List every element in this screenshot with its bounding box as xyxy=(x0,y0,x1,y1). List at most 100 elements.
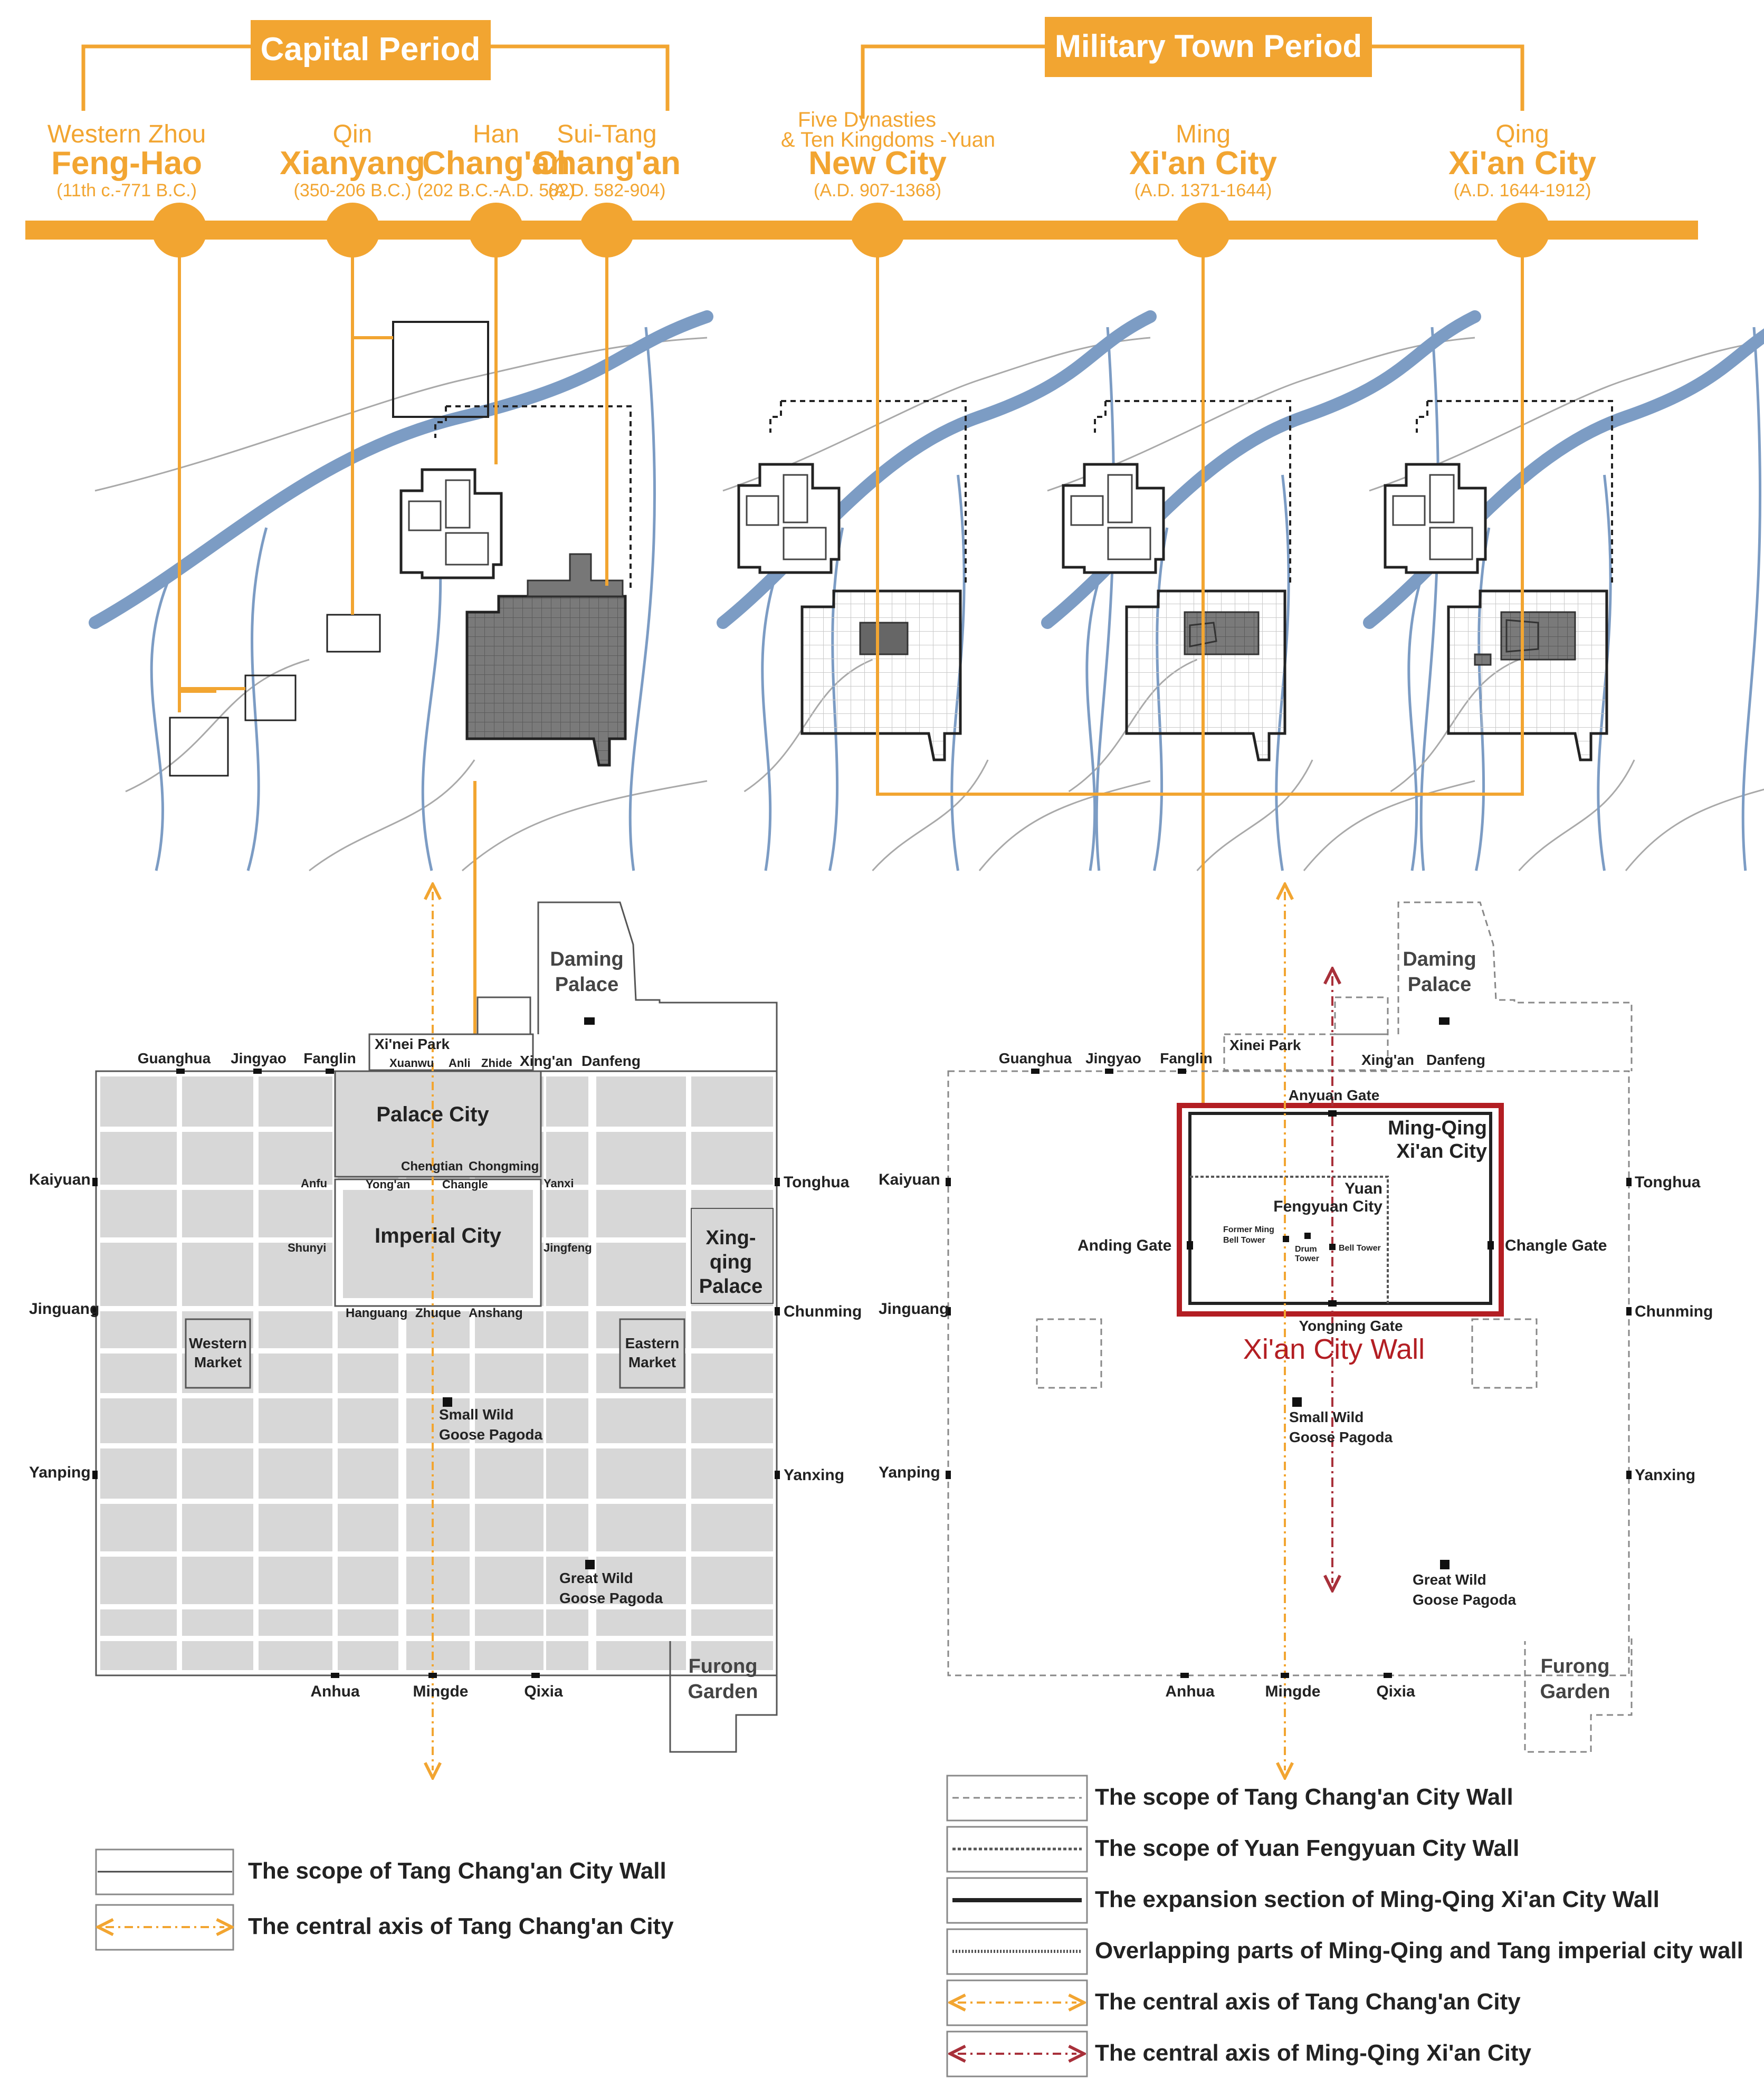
timeline-city-2: Xianyang xyxy=(280,145,425,182)
tang-eastern-market-label-line-1: Eastern xyxy=(625,1335,680,1351)
ming-south-gate-label: Mingde xyxy=(1265,1683,1321,1700)
tang-west-gate-label: Yanping xyxy=(29,1464,91,1481)
tang-block xyxy=(100,1609,177,1636)
tang-gate-xuanwu: Xuanwu xyxy=(389,1056,434,1070)
tang-north-gate-label: Jingyao xyxy=(231,1050,287,1066)
tang-gate-xingan: Xing'an xyxy=(520,1053,573,1069)
tributary xyxy=(246,527,268,871)
map-military-3 xyxy=(1363,327,1764,872)
tang-block xyxy=(691,1311,773,1348)
tang-east-gate xyxy=(775,1471,780,1479)
terrain-line xyxy=(1196,759,1313,872)
tang-block xyxy=(259,1190,332,1237)
timeline-dynasty-2: Qin xyxy=(333,120,373,148)
tang-block xyxy=(259,1243,332,1306)
legend-left-label-2: The central axis of Tang Chang'an City xyxy=(248,1913,674,1939)
ming-west-gate-label: Kaiyuan xyxy=(879,1171,940,1188)
timeline-city-7: Xi'an City xyxy=(1448,145,1597,182)
tang-block xyxy=(546,1557,588,1604)
anyuan-gate-marker xyxy=(1328,1110,1337,1117)
legend-right-label-2: The scope of Yuan Fengyuan City Wall xyxy=(1095,1835,1519,1861)
tang-xingqing-label-line-1: Xing- xyxy=(706,1227,756,1249)
han-palace xyxy=(783,527,827,560)
ming-west-gate xyxy=(946,1307,951,1316)
capital-period-label: Capital Period xyxy=(261,31,481,68)
ming-anyuan-label: Anyuan Gate xyxy=(1289,1087,1380,1103)
tang-block xyxy=(182,1190,253,1237)
tang-block xyxy=(546,1353,588,1393)
tang-block xyxy=(100,1641,177,1670)
tang-block xyxy=(182,1076,253,1127)
timeline-dynasty-5-a: Five Dynasties xyxy=(798,108,936,131)
tang-west-gate xyxy=(92,1471,98,1479)
tang-block xyxy=(182,1132,253,1185)
ming-small-pagoda-label-line-2: Goose Pagoda xyxy=(1289,1429,1393,1445)
legend-right-label-6: The central axis of Ming-Qing Xi'an City xyxy=(1095,2040,1532,2066)
yuan-fengyuan-wall xyxy=(1190,1176,1389,1303)
tang-block xyxy=(475,1504,543,1551)
timeline-dynasty-3: Han xyxy=(473,120,519,148)
han-city-outline xyxy=(1384,463,1487,574)
connector-sui-tang xyxy=(473,230,608,1034)
han-palace xyxy=(445,479,471,529)
tang-block xyxy=(406,1641,470,1670)
capital-period-box xyxy=(251,20,491,80)
tang-xingqing-label-line-3: Palace xyxy=(699,1275,762,1298)
tang-block xyxy=(100,1557,177,1604)
connector-new-city xyxy=(876,230,1524,796)
tang-block xyxy=(691,1504,773,1551)
tang-block xyxy=(475,1311,543,1348)
tang-block xyxy=(546,1311,588,1348)
tang-block xyxy=(259,1076,332,1127)
timeline-years-1: (11th c.-771 B.C.) xyxy=(56,180,197,201)
tang-gate-yongan: Yong'an xyxy=(366,1178,410,1191)
tang-block xyxy=(338,1641,398,1670)
tang-block xyxy=(691,1641,773,1670)
ming-anding-label: Anding Gate xyxy=(1078,1237,1171,1254)
tang-north-gate xyxy=(326,1069,334,1074)
tang-east-gate-label: Tonghua xyxy=(784,1174,850,1191)
terrain-line xyxy=(309,759,475,872)
ming-north-gate-label: Jingyao xyxy=(1085,1050,1141,1066)
timeline-city-3: Chang'an xyxy=(422,145,570,182)
han-palace xyxy=(1429,527,1473,560)
tang-block xyxy=(546,1641,588,1670)
drum-tower-marker xyxy=(1304,1233,1311,1239)
tang-block xyxy=(691,1398,773,1443)
han-city-outline xyxy=(1062,463,1165,574)
ming-south-gate xyxy=(1281,1673,1289,1678)
terrain-line xyxy=(1369,340,1764,492)
terrain-line xyxy=(1303,780,1475,871)
legend-left-label-1: The scope of Tang Chang'an City Wall xyxy=(248,1858,666,1884)
tang-palace-city-label: Palace City xyxy=(376,1103,489,1126)
tang-xingqing-label-line-2: qing xyxy=(710,1251,752,1273)
western-market xyxy=(185,1318,251,1389)
timeline-dynasty-6: Ming xyxy=(1176,120,1231,148)
tang-block xyxy=(406,1557,470,1604)
tang-gate-anshang: Anshang xyxy=(469,1306,523,1320)
ming-north-gate-label: Fanglin xyxy=(1160,1050,1213,1066)
daming-dashed-outline xyxy=(434,405,632,591)
tang-block xyxy=(596,1132,686,1185)
tang-gate-changle: Changle xyxy=(442,1178,488,1191)
tang-block xyxy=(259,1311,332,1348)
tang-gate-chongming: Chongming xyxy=(469,1159,539,1174)
tang-block xyxy=(691,1353,773,1393)
daming-dashed-outline xyxy=(1094,400,1291,586)
tang-block xyxy=(596,1609,686,1636)
xinei-park-block xyxy=(476,996,531,1035)
ming-east-gate-label: Yanxing xyxy=(1635,1466,1695,1484)
tang-xinei-park-label: Xi'nei Park xyxy=(375,1036,450,1052)
tang-block xyxy=(596,1504,686,1551)
tang-east-gate-label: Chunming xyxy=(784,1303,862,1320)
tang-gate-chengtian: Chengtian xyxy=(401,1159,463,1174)
ming-east-gate xyxy=(1626,1178,1632,1186)
tang-block xyxy=(546,1609,588,1636)
tang-daming-label-line-2: Palace xyxy=(555,974,618,996)
han-palace xyxy=(1070,495,1104,526)
tang-block xyxy=(475,1557,543,1604)
han-palace xyxy=(445,532,489,566)
tang-daming-shaded xyxy=(527,553,624,597)
